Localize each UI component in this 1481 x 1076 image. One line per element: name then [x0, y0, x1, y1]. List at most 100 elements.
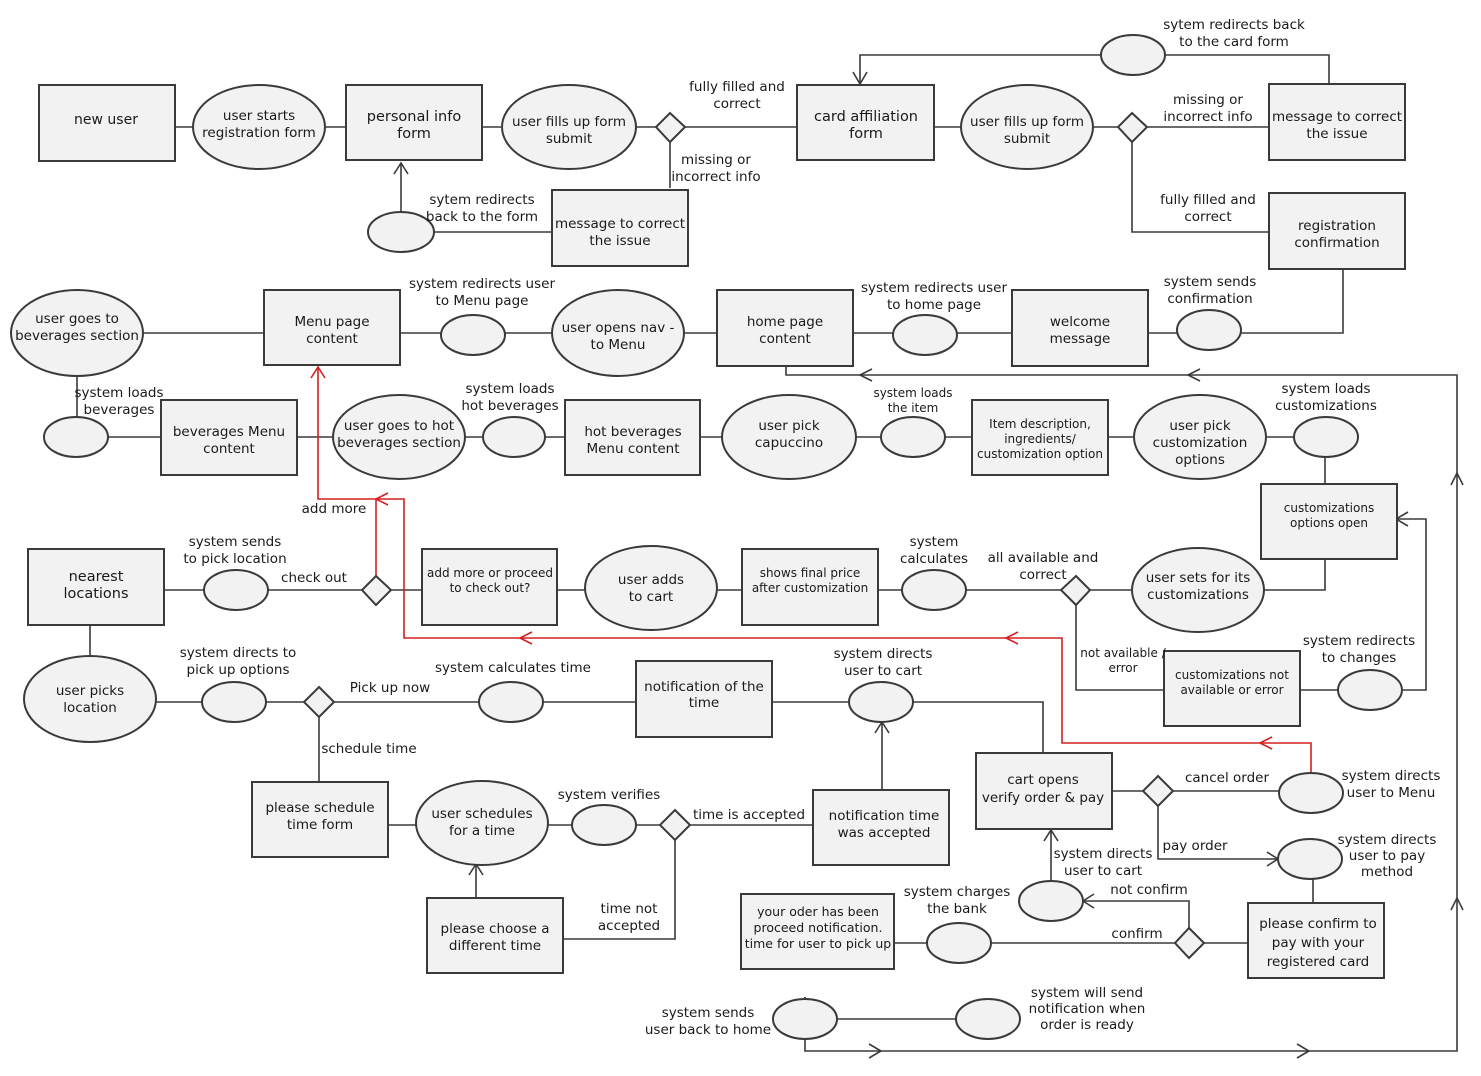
directs-cart-1-ellipse — [848, 681, 914, 723]
decision-diamond-confirm — [1173, 926, 1206, 960]
redirect-changes-ellipse — [1337, 669, 1403, 711]
user-schedules-ellipse — [415, 780, 549, 866]
please-schedule-form-box — [251, 781, 389, 858]
add-more-or-checkout-box — [421, 548, 558, 626]
label-not-available: not available /error — [1080, 646, 1166, 675]
decision-diamond-time — [658, 808, 692, 842]
sends-home-ellipse — [772, 998, 838, 1040]
please-confirm-pay-box — [1247, 902, 1385, 979]
new-user-text: new user — [74, 112, 138, 128]
message-correct-2-box — [1268, 83, 1406, 161]
verifies-ellipse — [571, 804, 637, 846]
item-description-box — [971, 399, 1109, 476]
system-calculates-ellipse — [901, 569, 967, 611]
directs-pay-ellipse — [1277, 838, 1343, 880]
directs-menu-ellipse — [1278, 772, 1344, 814]
notification-time-accepted-box — [812, 789, 950, 866]
user-opens-nav-ellipse — [551, 289, 685, 377]
loads-item-ellipse — [880, 416, 946, 458]
beverages-menu-content-box — [160, 399, 298, 476]
directs-cart-2-ellipse — [1018, 880, 1084, 922]
redirect-form-ellipse — [367, 211, 435, 253]
charges-bank-ellipse — [926, 922, 992, 964]
label-calculates-time: system calculates time — [435, 660, 591, 676]
loads-beverages-ellipse — [43, 416, 109, 458]
user-fills-form-1-ellipse — [501, 84, 637, 170]
user-starts-registration-ellipse — [192, 84, 326, 170]
decision-diamond-checkout — [360, 574, 393, 607]
loads-hot-ellipse — [482, 416, 546, 458]
user-fills-form-2-ellipse — [960, 84, 1094, 170]
label-cancel-order: cancel order — [1185, 770, 1269, 786]
label-pick-up-now: Pick up now — [350, 680, 430, 696]
welcome-message-box — [1011, 289, 1149, 367]
user-picks-location-ellipse — [23, 655, 157, 743]
decision-diamond-available — [1059, 574, 1092, 607]
label-pay-order: pay order — [1162, 838, 1228, 854]
label-verifies: system verifies — [558, 787, 661, 803]
sends-pick-location-ellipse — [203, 569, 269, 611]
personal-info-form-box — [345, 84, 483, 161]
label-schedule-time: schedule time — [321, 741, 416, 757]
card-affiliation-form-box — [796, 84, 935, 161]
redirect-card-form-ellipse — [1100, 34, 1166, 76]
please-choose-time-box — [426, 897, 564, 974]
redirect-menu-ellipse — [440, 314, 506, 356]
directs-pickup-ellipse — [201, 681, 267, 723]
flow-shapes — [10, 34, 1406, 1040]
label-time-accepted: time is accepted — [693, 807, 805, 823]
shows-final-price-box — [741, 548, 879, 626]
decision-diamond-pickup — [302, 685, 336, 719]
sends-confirmation-ellipse — [1176, 309, 1242, 351]
loads-customizations-ellipse — [1293, 416, 1359, 458]
new-user-box — [38, 84, 176, 162]
notification-of-time-box — [635, 660, 773, 738]
decision-diamond-2 — [1116, 111, 1149, 144]
user-pick-capuccino-ellipse — [721, 394, 857, 480]
